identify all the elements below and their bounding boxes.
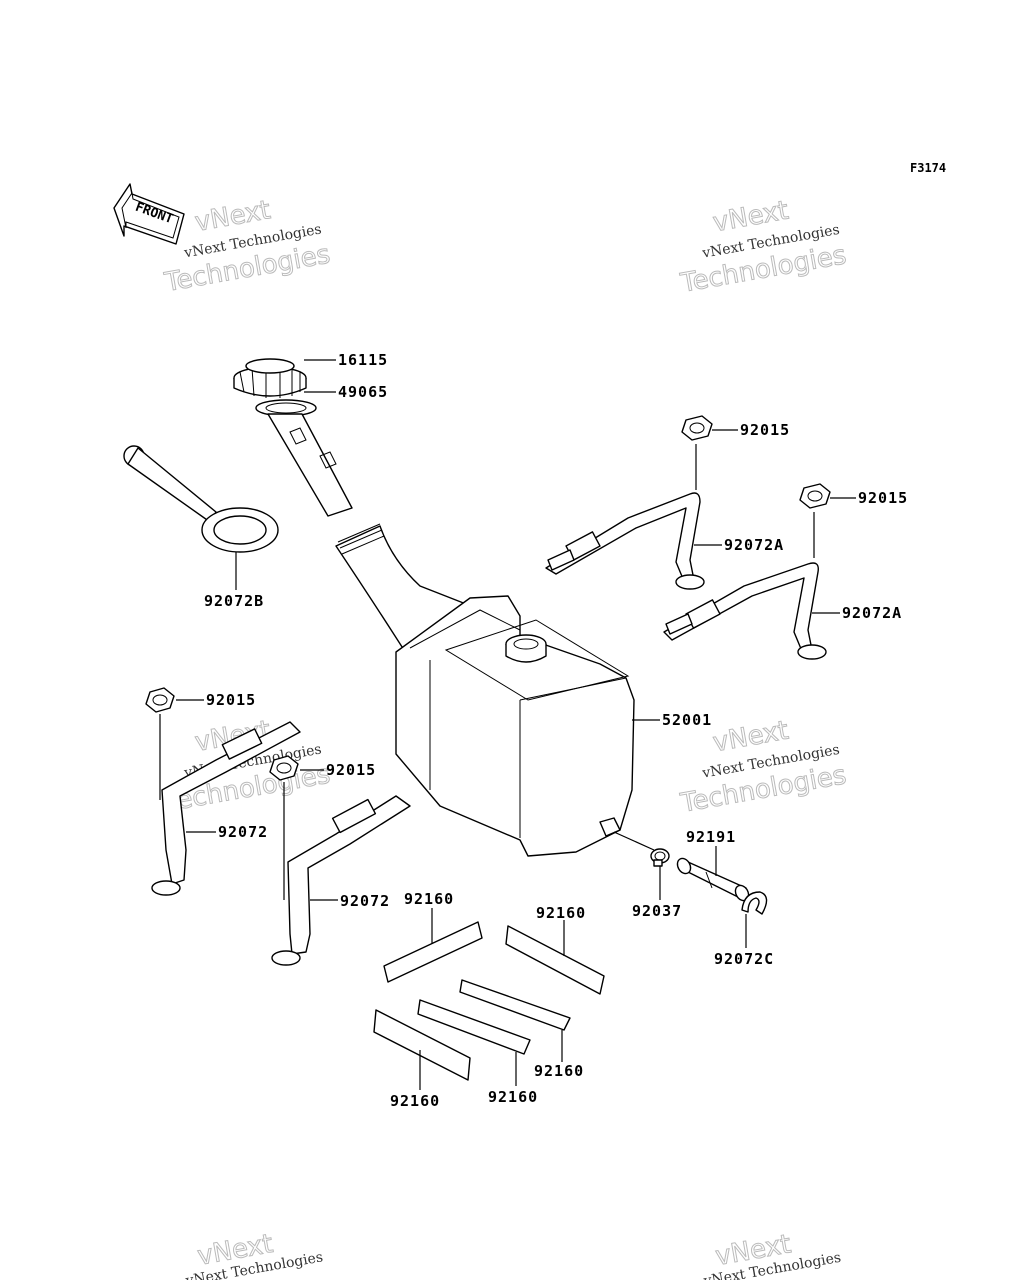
label-92037: 92037 bbox=[632, 902, 682, 920]
label-92072-l2: 92072 bbox=[340, 892, 390, 910]
label-92191: 92191 bbox=[686, 828, 736, 846]
strap-92072-left-2[interactable] bbox=[271, 795, 411, 966]
label-92015-tr1: 92015 bbox=[740, 421, 790, 439]
watermark-bottom-left: vNext vNext Technologies bbox=[183, 1228, 324, 1280]
nut-top-right-2[interactable] bbox=[799, 483, 831, 509]
pad-3[interactable] bbox=[459, 979, 571, 1031]
figure-id: F3174 bbox=[910, 161, 946, 175]
label-92015-l2: 92015 bbox=[326, 761, 376, 779]
nut-left-2[interactable] bbox=[269, 755, 299, 781]
clip-92072c[interactable] bbox=[741, 891, 768, 915]
label-92072C: 92072C bbox=[714, 950, 774, 968]
fuel-hose[interactable] bbox=[675, 856, 751, 903]
label-92160-3: 92160 bbox=[534, 1062, 584, 1080]
label-16115: 16115 bbox=[338, 351, 388, 369]
label-92072A-1: 92072A bbox=[724, 536, 784, 554]
nut-top-right-1[interactable] bbox=[681, 415, 713, 441]
label-92160-5: 92160 bbox=[390, 1092, 440, 1110]
pad-5[interactable] bbox=[373, 1009, 471, 1081]
hose-clamp[interactable] bbox=[650, 848, 670, 867]
label-92072-l1: 92072 bbox=[218, 823, 268, 841]
label-92160-2: 92160 bbox=[536, 904, 586, 922]
nut-left-1[interactable] bbox=[145, 687, 175, 713]
filler-neck-gasket[interactable] bbox=[255, 399, 353, 517]
pad-2[interactable] bbox=[505, 925, 605, 995]
fuel-cap[interactable] bbox=[233, 358, 307, 398]
label-52001: 52001 bbox=[662, 711, 712, 729]
label-92072B: 92072B bbox=[204, 592, 264, 610]
watermark-top-left: vNext vNext Technologies Technologies bbox=[161, 195, 333, 299]
label-92160-1: 92160 bbox=[404, 890, 454, 908]
leader-outlet bbox=[613, 831, 655, 851]
strap-92072a-2[interactable] bbox=[663, 562, 827, 660]
label-49065: 49065 bbox=[338, 383, 388, 401]
label-92072A-2: 92072A bbox=[842, 604, 902, 622]
front-arrow-icon: FRONT bbox=[113, 183, 185, 245]
watermark-bottom-right: vNext vNext Technologies bbox=[702, 1229, 843, 1280]
pad-4[interactable] bbox=[417, 999, 531, 1055]
label-92160-4: 92160 bbox=[488, 1088, 538, 1106]
strap-92072a-1[interactable] bbox=[545, 492, 705, 590]
strap-92072-left-1[interactable] bbox=[151, 721, 301, 896]
label-92015-l1: 92015 bbox=[206, 691, 256, 709]
label-92015-tr2: 92015 bbox=[858, 489, 908, 507]
watermark-top-right: vNext vNext Technologies Technologies bbox=[677, 195, 849, 299]
fuel-tank[interactable] bbox=[335, 523, 635, 857]
strap-92072b[interactable] bbox=[123, 445, 279, 553]
pad-1[interactable] bbox=[383, 921, 483, 983]
